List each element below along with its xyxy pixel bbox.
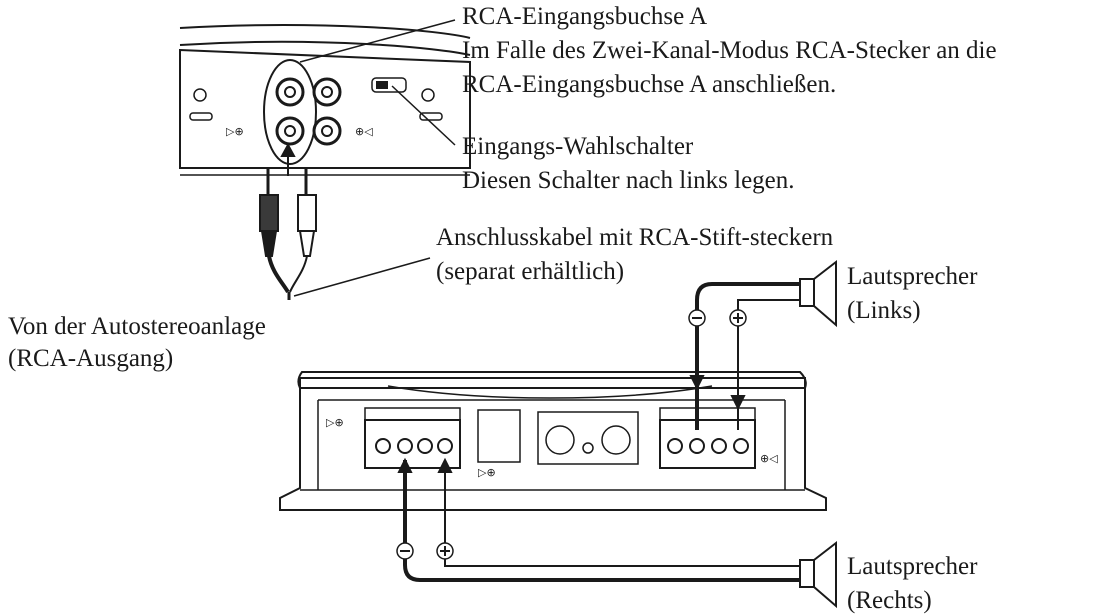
speaker-right-wiring (397, 457, 800, 582)
rca-input-a-note: Im Falle des Zwei-Kanal-Modus RCA-Stecke… (462, 37, 997, 64)
rca-plug-red (259, 168, 279, 257)
right-plus-symbol (436, 542, 454, 560)
speaker-left-side: (Links) (847, 297, 921, 324)
rca-cable-note: (separat erhältlich) (436, 258, 625, 285)
speaker-left (799, 259, 837, 328)
rca-input-a-note-2: RCA-Eingangsbuchse A anschließen. (462, 71, 837, 98)
svg-text:⊕◁: ⊕◁ (355, 126, 373, 138)
rca-input-a-title: RCA-Eingangsbuchse A (462, 3, 708, 30)
rca-input-jack-b-top (312, 77, 342, 107)
input-selector-note: Diesen Schalter nach links legen. (462, 167, 795, 194)
rca-input-jack-b-bottom (312, 116, 342, 146)
right-terminal-screws (667, 438, 749, 454)
left-plus-symbol (729, 309, 747, 327)
svg-text:▷⊕: ▷⊕ (226, 126, 244, 138)
rca-cable-label: Anschlusskabel mit RCA-Stift-steckern (436, 224, 834, 251)
speaker-right (799, 540, 837, 609)
rca-input-jack-a-top (275, 77, 305, 107)
rca-plug-white (297, 168, 317, 257)
svg-text:▷⊕: ▷⊕ (478, 467, 496, 479)
speaker-right-label: Lautsprecher (847, 553, 978, 580)
input-selector-title: Eingangs-Wahlschalter (462, 133, 694, 160)
speaker-right-side: (Rechts) (847, 587, 932, 614)
input-a-highlight (263, 59, 317, 165)
left-terminal-screws (375, 438, 453, 454)
rca-cable (267, 255, 431, 300)
rca-input-jack-a-bottom (275, 116, 305, 146)
svg-text:⊕◁: ⊕◁ (760, 453, 778, 465)
left-minus-symbol (688, 309, 706, 327)
source-label: Von der Autostereoanlage (8, 313, 266, 340)
inset-panel-closeup: ▷⊕ ⊕◁ (179, 24, 471, 176)
right-minus-symbol (396, 542, 414, 560)
speaker-left-label: Lautsprecher (847, 263, 978, 290)
speaker-left-wiring (689, 282, 800, 430)
svg-text:▷⊕: ▷⊕ (326, 417, 344, 429)
source-note: (RCA-Ausgang) (8, 345, 174, 372)
amplifier-body: ▷⊕ ▷⊕ ⊕◁ (279, 371, 827, 511)
